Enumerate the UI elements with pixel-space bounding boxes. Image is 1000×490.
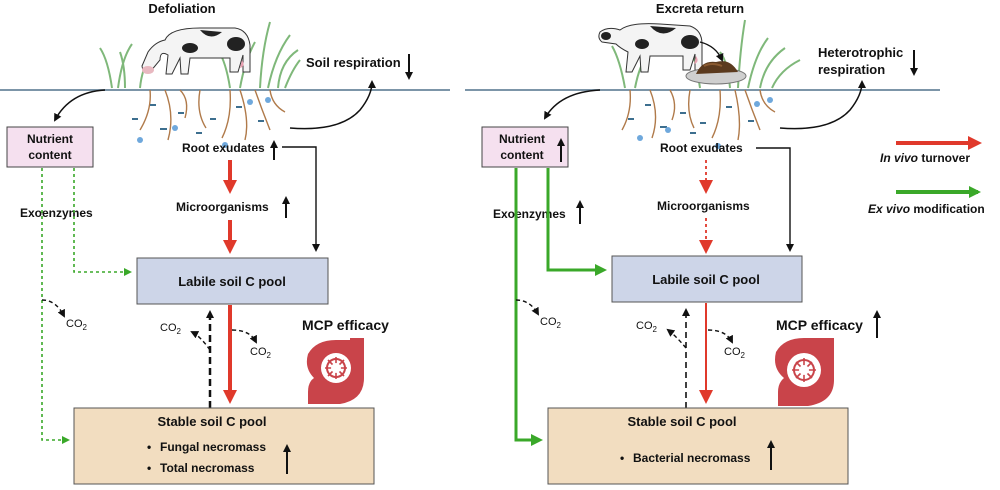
nutrient-content-label-2: content (500, 148, 543, 162)
respiration-flow-arrow (779, 80, 866, 130)
microorganisms-label: Microorganisms (657, 199, 750, 213)
co2-label-left: CO2 (160, 322, 182, 336)
root-exudates-to-labile-arrow (282, 146, 320, 252)
labile-soil-c-pool-box (136, 257, 329, 305)
root-exudates-label: Root exudates (660, 141, 743, 155)
co2-label-left: CO2 (636, 320, 658, 334)
labile-soil-c-pool-box (611, 255, 803, 303)
nutrient-to-stable-green-arrow (514, 168, 543, 446)
co2-label-exoenzymes: CO2 (66, 318, 88, 332)
labile-soil-c-pool-label: Labile soil C pool (652, 272, 760, 287)
microbe-icons (628, 104, 754, 134)
exoenzymes-label: Exoenzymes (493, 207, 566, 221)
nutrient-to-labile-green-arrow (546, 168, 607, 276)
stable-soil-c-pool-box (547, 407, 849, 485)
excreta-icon (685, 61, 747, 85)
nutrient-content-box (481, 126, 569, 168)
total-necromass-label: Total necromass (160, 461, 255, 475)
legend-ex-vivo-label: Ex vivo modification (868, 202, 985, 216)
co2-branch-left (190, 331, 211, 351)
mcp-pump-icon (306, 338, 364, 404)
fungal-necromass-bullet: • (147, 440, 151, 454)
labile-soil-c-pool-label: Labile soil C pool (178, 274, 286, 289)
co2-branch-right (707, 329, 733, 344)
mcp-efficacy-label: MCP efficacy (302, 317, 389, 333)
root-exudates-label: Root exudates (182, 141, 265, 155)
nutrient-flow-arrow (543, 89, 601, 120)
nutrient-to-stable-dotted-arrow (41, 168, 70, 444)
nutrient-content-label-1: Nutrient (27, 132, 73, 146)
microbe-icons (132, 104, 264, 134)
stable-soil-c-pool-box (73, 407, 375, 485)
legend: In vivo turnover Ex vivo modification (868, 136, 985, 216)
co2-branch-left (666, 328, 687, 349)
water-drop-icons (637, 97, 773, 149)
grazing-cow-icon (141, 27, 251, 75)
heterotrophic-respiration-label-2: respiration (818, 62, 885, 77)
mcp-pump-icon (775, 338, 834, 406)
microorganisms-label: Microorganisms (176, 200, 269, 214)
cow-icon (598, 23, 703, 73)
nutrient-content-label-1: Nutrient (499, 132, 545, 146)
stable-soil-c-pool-label: Stable soil C pool (157, 414, 266, 429)
root-exudates-to-labile-arrow (756, 147, 794, 252)
bacterial-necromass-bullet: • (620, 451, 624, 465)
heterotrophic-respiration-label-1: Heterotrophic (818, 45, 903, 60)
co2-label-exoenzymes: CO2 (540, 316, 562, 330)
soil-respiration-label: Soil respiration (306, 55, 401, 70)
nutrient-to-labile-dotted-arrow (73, 168, 132, 276)
left-panel: Defoliation Soil respiration Nutrient co… (0, 1, 450, 485)
excreta-drop-arrow (699, 41, 724, 62)
co2-label-right: CO2 (250, 346, 272, 360)
nutrient-content-label-2: content (28, 148, 71, 162)
legend-in-vivo-label: In vivo turnover (880, 151, 970, 165)
total-necromass-bullet: • (147, 461, 151, 475)
respiration-flow-arrow (289, 80, 376, 130)
root-system-icon (139, 89, 286, 141)
fungal-necromass-label: Fungal necromass (160, 440, 266, 454)
water-drop-icons (137, 97, 271, 148)
exoenzyme-co2-dashed-arrow (41, 299, 65, 318)
stable-soil-c-pool-label: Stable soil C pool (627, 414, 736, 429)
excreta-return-title: Excreta return (656, 1, 744, 16)
bacterial-necromass-label: Bacterial necromass (633, 451, 751, 465)
co2-label-right: CO2 (724, 346, 746, 360)
nutrient-flow-arrow (54, 89, 106, 122)
right-panel: Excreta return Heterotrophic respiration… (465, 1, 940, 485)
defoliation-title: Defoliation (148, 1, 215, 16)
exoenzymes-label: Exoenzymes (20, 206, 93, 220)
nutrient-content-box (6, 126, 94, 168)
root-system-icon (621, 89, 776, 141)
mcp-efficacy-label: MCP efficacy (776, 317, 863, 333)
exoenzyme-co2-dashed-arrow (515, 299, 539, 316)
co2-branch-right (231, 329, 257, 344)
